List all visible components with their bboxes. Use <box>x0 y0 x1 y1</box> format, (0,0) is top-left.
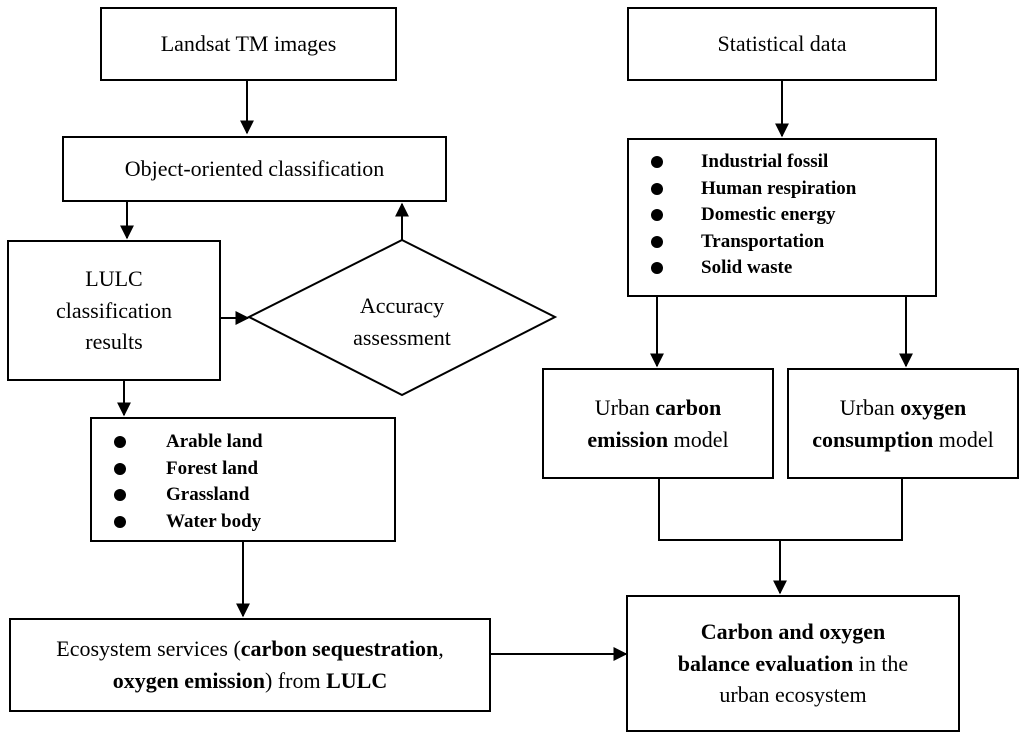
list-item: Transportation <box>629 229 935 256</box>
statistical-data-box: Statistical data <box>627 7 937 81</box>
lulc-results-line-3: results <box>85 329 143 355</box>
ecosystem-services-line-1: Ecosystem services (carbon sequestration… <box>56 636 444 662</box>
oxygen-model-line-1: Urban oxygen <box>839 394 967 420</box>
accuracy-line-1: Accuracy <box>359 293 445 318</box>
ecosystem-services-box: Ecosystem services (carbon sequestration… <box>9 618 491 712</box>
accuracy-diamond <box>246 238 558 397</box>
object-classification-label: Object-oriented classification <box>124 156 385 182</box>
list-item: Water body <box>92 509 394 536</box>
carbon-model-box: Urban carbon emission model <box>542 368 774 479</box>
object-classification-box: Object-oriented classification <box>62 136 447 202</box>
emission-sources-list: Industrial fossil Human respiration Dome… <box>629 149 935 282</box>
balance-evaluation-box: Carbon and oxygen balance evaluation in … <box>626 595 960 732</box>
bullet-icon <box>651 209 663 221</box>
landsat-box: Landsat TM images <box>100 7 397 81</box>
oxygen-model-line-2: consumption model <box>812 426 994 452</box>
list-item: Grassland <box>92 482 394 509</box>
bullet-icon <box>651 182 663 195</box>
emission-sources-box: Industrial fossil Human respiration Dome… <box>627 138 937 297</box>
lulc-results-box: LULC classification results <box>7 240 221 381</box>
list-item: Domestic energy <box>629 202 935 229</box>
statistical-data-label: Statistical data <box>717 31 847 57</box>
ecosystem-services-line-2: oxygen emission) from LULC <box>112 668 388 693</box>
balance-line-3: urban ecosystem <box>719 682 867 708</box>
balance-line-1: Carbon and oxygen <box>700 618 886 644</box>
bullet-icon <box>651 156 663 168</box>
accuracy-line-2: assessment <box>353 324 451 350</box>
lulc-results-line-2: classification <box>55 297 173 323</box>
oxygen-model-box: Urban oxygen consumption model <box>787 368 1019 479</box>
list-item: Industrial fossil <box>629 149 935 176</box>
merge-models-connector <box>658 479 903 541</box>
list-item: Forest land <box>92 456 394 483</box>
bullet-icon <box>114 515 126 528</box>
bullet-icon <box>651 235 663 248</box>
landsat-label: Landsat TM images <box>160 31 337 57</box>
accuracy-label: Accuracy assessment <box>300 290 504 354</box>
land-types-box: Arable land Forest land Grassland Water … <box>90 417 396 542</box>
land-types-list: Arable land Forest land Grassland Water … <box>92 429 394 535</box>
carbon-model-line-1: Urban carbon <box>594 394 722 420</box>
bullet-icon <box>114 462 126 475</box>
lulc-results-line-1: LULC <box>85 265 143 291</box>
bullet-icon <box>114 489 126 501</box>
list-item: Arable land <box>92 429 394 456</box>
list-item: Human respiration <box>629 176 935 203</box>
carbon-model-line-2: emission model <box>587 426 729 452</box>
bullet-icon <box>114 436 126 448</box>
bullet-icon <box>651 262 663 274</box>
list-item: Solid waste <box>629 255 935 282</box>
balance-line-2: balance evaluation in the <box>677 650 909 676</box>
